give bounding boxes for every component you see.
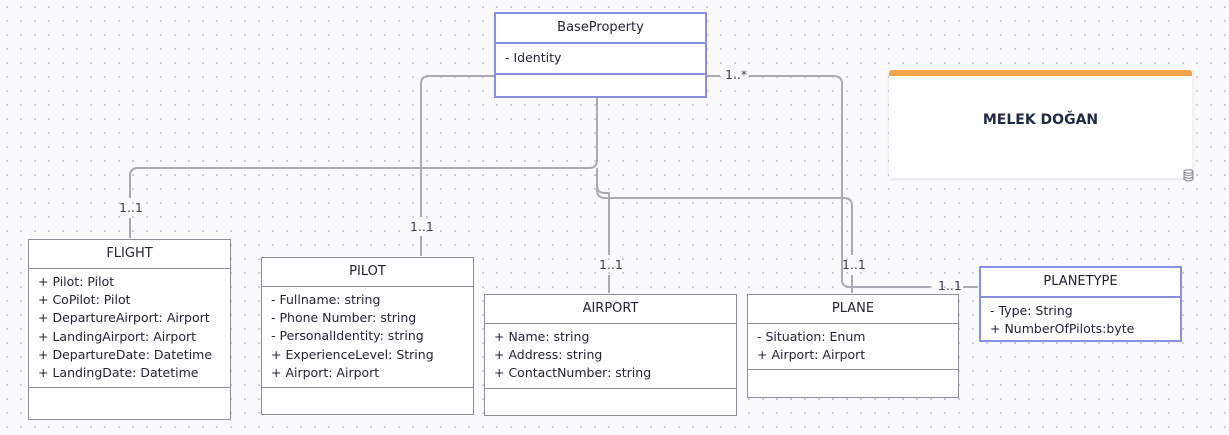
class-pilot-name: PILOT [262, 258, 473, 287]
class-flight[interactable]: FLIGHT + Pilot: Pilot + CoPilot: Pilot +… [28, 239, 231, 420]
multiplicity-flight: 1..1 [119, 200, 143, 215]
attribute: + DepartureAirport: Airport [38, 310, 210, 326]
note-text: MELEK DOĞAN [982, 112, 1099, 128]
class-flight-attributes: + Pilot: Pilot + CoPilot: Pilot + Depart… [29, 269, 230, 389]
attribute: + ExperienceLevel: String [271, 346, 434, 362]
class-baseproperty-name: BaseProperty [496, 14, 705, 44]
attribute: - Fullname: string [271, 292, 381, 307]
class-pilot-attributes: - Fullname: string - Phone Number: strin… [262, 287, 473, 389]
attribute: - Type: String [990, 303, 1073, 318]
connector-base-flight[interactable] [129, 98, 598, 198]
attribute: + Pilot: Pilot [38, 274, 115, 289]
class-airport-name: AIRPORT [485, 295, 736, 324]
class-baseproperty-attributes: - Identity [496, 44, 705, 75]
attribute: + NumberOfPilots:byte [990, 321, 1135, 337]
attribute: + Address: string [494, 347, 603, 363]
note-accent-bar [889, 70, 1192, 76]
class-baseproperty[interactable]: BaseProperty - Identity [494, 12, 707, 98]
class-plane-name: PLANE [748, 295, 958, 324]
attribute: + Name: string [494, 329, 590, 344]
class-plane-attributes: - Situation: Enum + Airport: Airport [748, 324, 958, 371]
class-airport-attributes: + Name: string + Address: string + Conta… [485, 324, 736, 389]
attribute: + LandingAirport: Airport [38, 328, 197, 344]
class-pilot[interactable]: PILOT - Fullname: string - Phone Number:… [261, 257, 474, 415]
attribute: + CoPilot: Pilot [38, 292, 131, 308]
attribute: - Phone Number: string [271, 310, 417, 326]
note-card[interactable]: MELEK DOĞAN [889, 70, 1192, 178]
attribute: + ContactNumber: string [494, 365, 652, 381]
multiplicity-planetype: 1..1 [938, 278, 962, 293]
attribute: + Airport: Airport [271, 364, 380, 380]
attribute: + LandingDate: Datetime [38, 365, 199, 381]
class-planetype-name: PLANETYPE [981, 268, 1180, 298]
connector-base-plane[interactable] [596, 185, 853, 255]
attribute: + DepartureDate: Datetime [38, 346, 213, 362]
attribute: - PersonalIdentity: string [271, 328, 424, 344]
multiplicity-airport: 1..1 [599, 257, 623, 272]
connector-base-pilot[interactable] [420, 75, 495, 217]
multiplicity-plane: 1..1 [842, 257, 866, 272]
attribute: - Identity [505, 50, 562, 65]
class-planetype-attributes: - Type: String + NumberOfPilots:byte [981, 298, 1180, 343]
database-icon[interactable] [1183, 169, 1194, 182]
attribute: + Airport: Airport [757, 347, 866, 363]
class-flight-name: FLIGHT [29, 240, 230, 269]
class-airport[interactable]: AIRPORT + Name: string + Address: string… [484, 294, 737, 416]
multiplicity-base: 1..* [725, 67, 748, 82]
multiplicity-pilot: 1..1 [410, 219, 434, 234]
class-planetype[interactable]: PLANETYPE - Type: String + NumberOfPilot… [979, 266, 1182, 342]
connector-base-airport[interactable] [596, 168, 610, 255]
attribute: - Situation: Enum [757, 329, 866, 344]
class-plane[interactable]: PLANE - Situation: Enum + Airport: Airpo… [747, 294, 959, 398]
connector-base-planetype[interactable] [749, 75, 930, 288]
